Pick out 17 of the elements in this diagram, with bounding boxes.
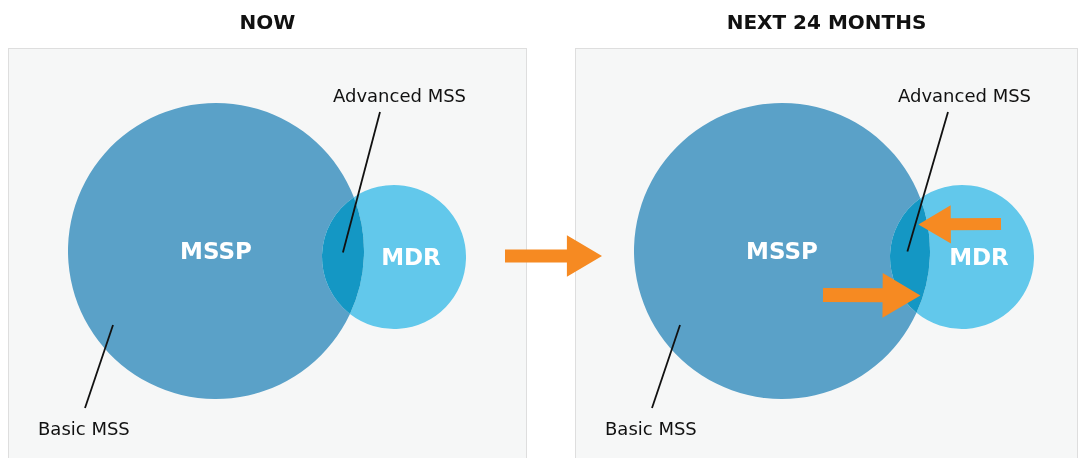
circle-label: MSSP [746,238,818,264]
callout-label: Advanced MSS [898,85,1031,106]
callout-label: Basic MSS [605,418,697,439]
arrow [918,205,1002,244]
leader-line [84,324,114,409]
callout-label: Advanced MSS [333,85,466,106]
panel-heading: NOW [238,10,297,34]
callout-label: Basic MSS [38,418,130,439]
leader-line [651,324,681,409]
circle-label: MDR [949,244,1009,270]
leader-line [342,111,381,254]
panel-heading: NEXT 24 MONTHS [725,10,928,34]
circle-label: MDR [381,244,441,270]
arrow [822,272,921,318]
circle-label: MSSP [180,238,252,264]
leader-line [906,111,949,253]
arrow [505,235,602,277]
